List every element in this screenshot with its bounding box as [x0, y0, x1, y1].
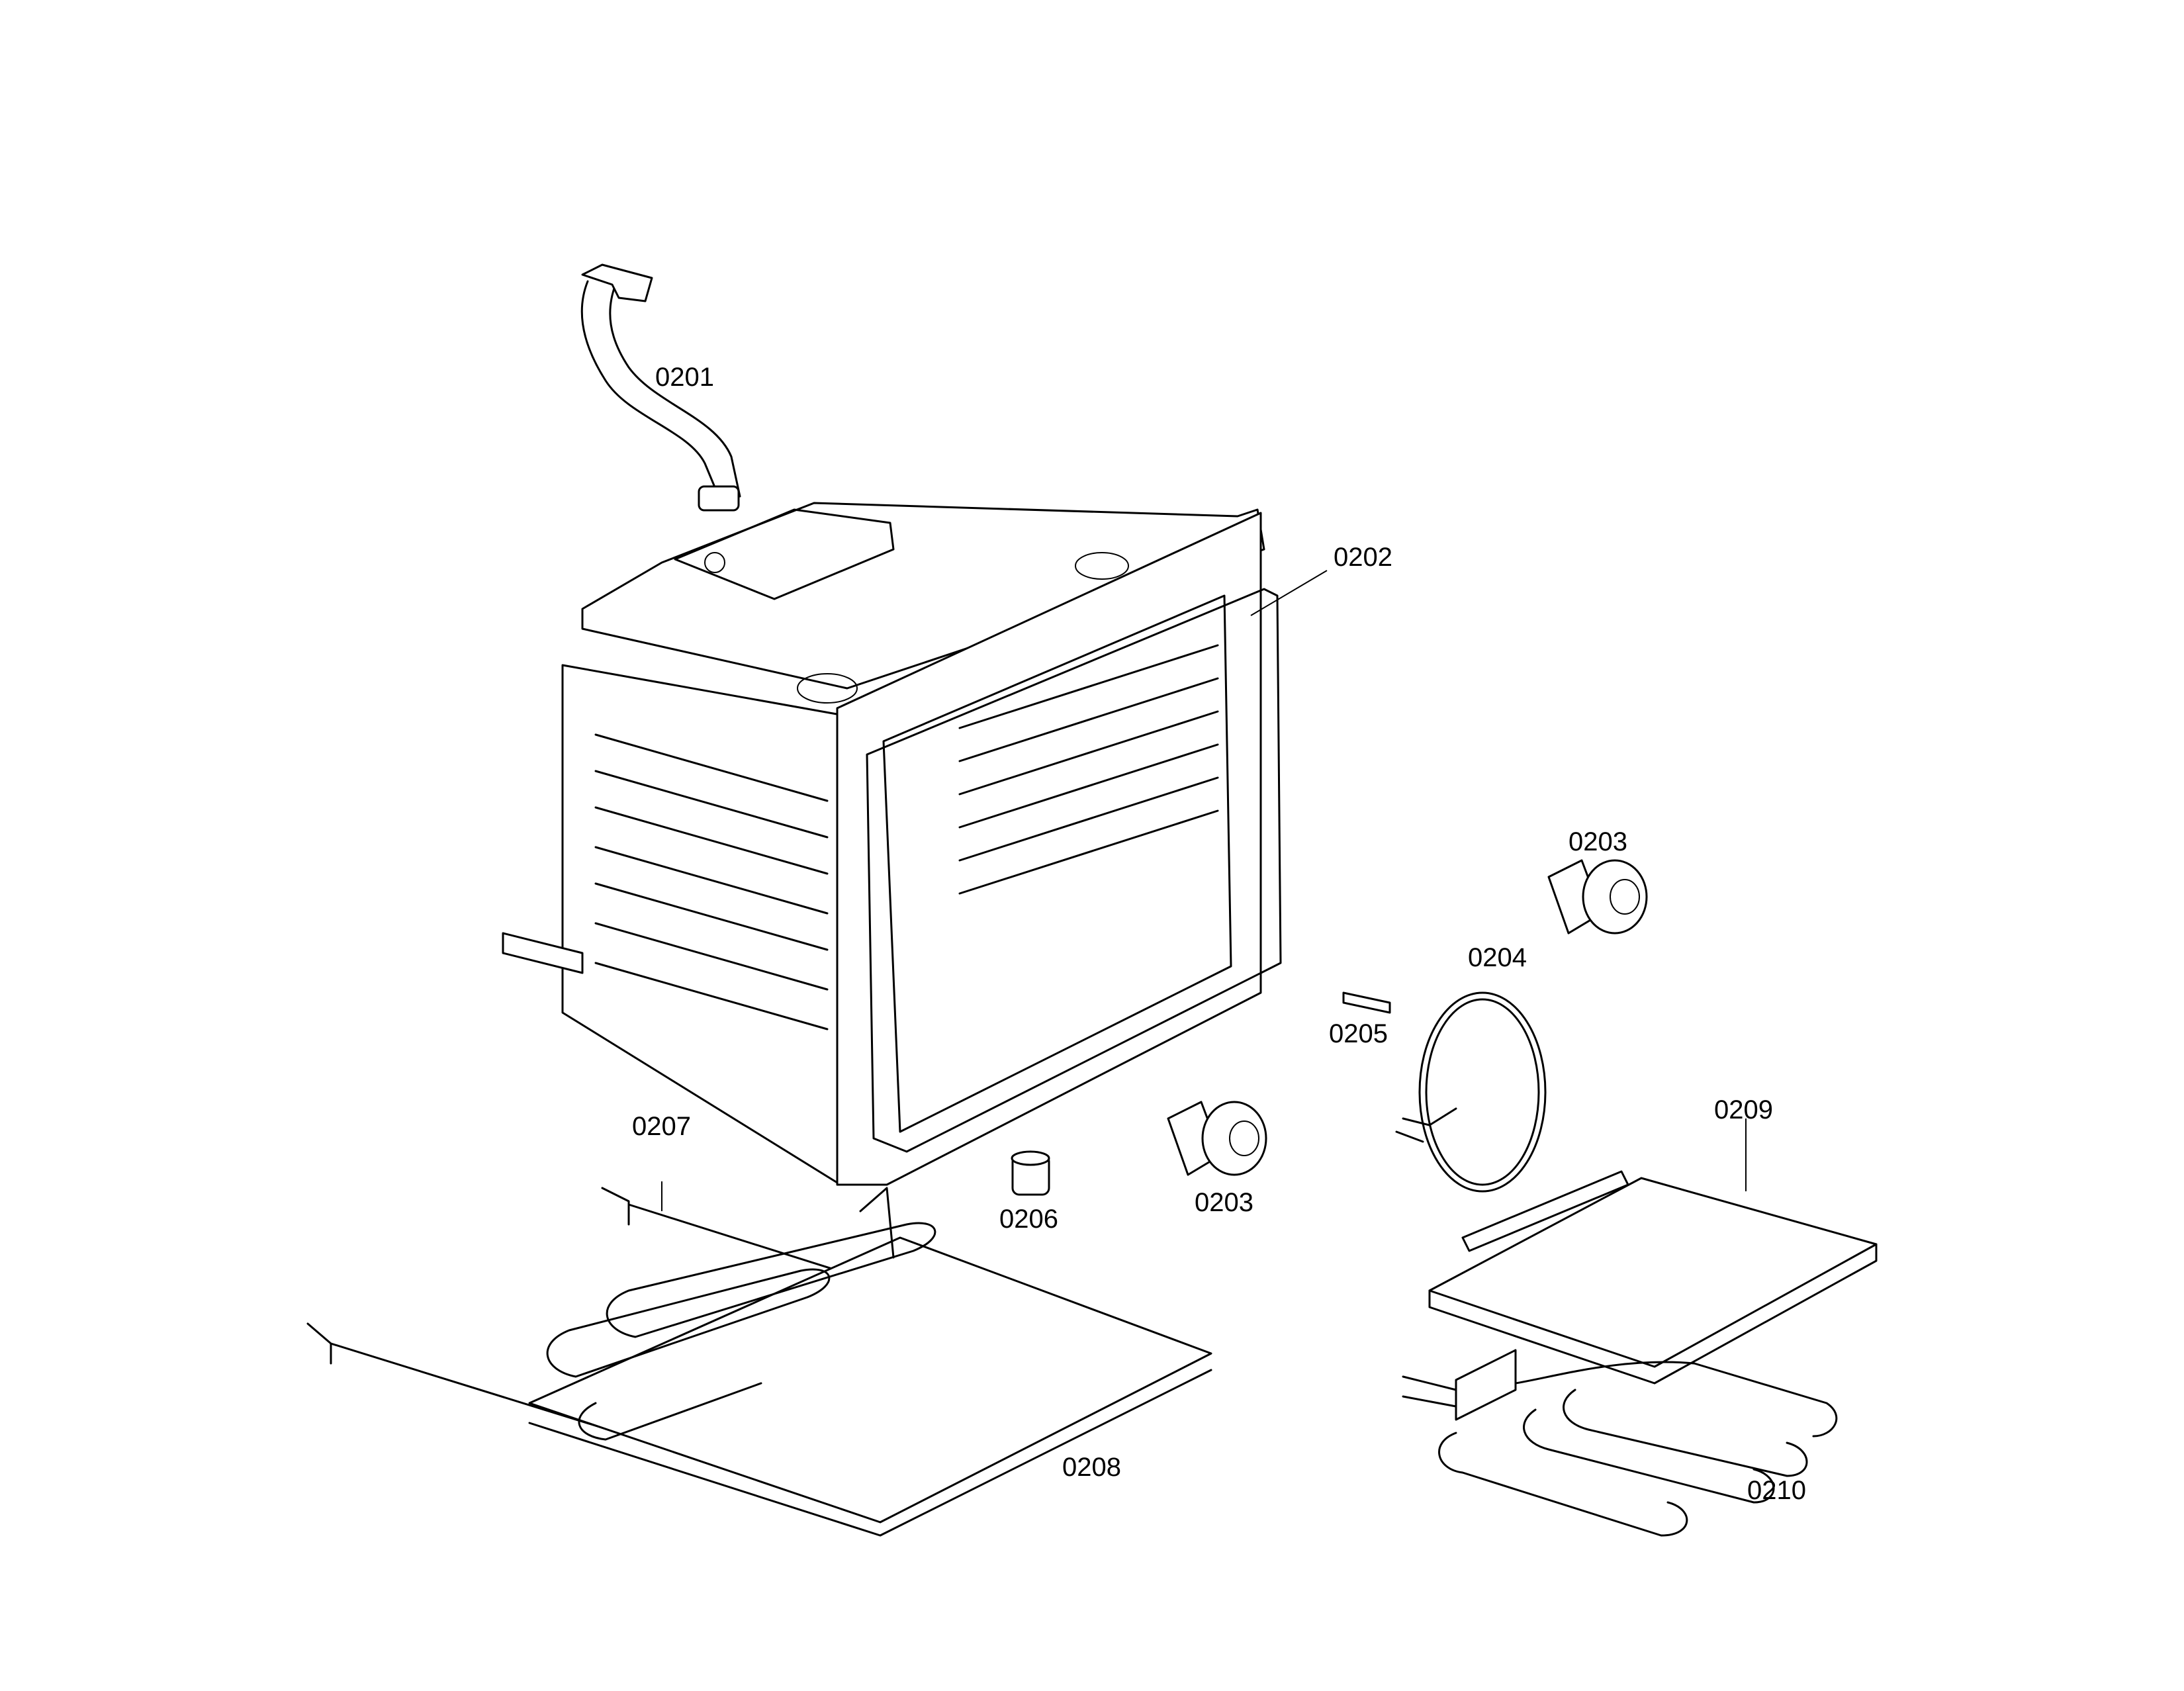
- part-label-0209: 0209: [1714, 1095, 1773, 1124]
- bottom-plate-part-0208: [528, 1187, 1212, 1537]
- lamp-part-0203-b: [1167, 1101, 1267, 1176]
- part-label-0210: 0210: [1747, 1476, 1806, 1505]
- ring-element-part-0204: [1395, 991, 1547, 1193]
- hose-part-0201: [580, 263, 741, 512]
- part-label-0202: 0202: [1334, 543, 1392, 572]
- part-label-0203-a: 0203: [1569, 827, 1627, 856]
- lamp-part-0203-a: [1547, 859, 1648, 935]
- part-label-0201: 0201: [655, 363, 714, 392]
- leader-0202: [1250, 570, 1328, 616]
- part-label-0206: 0206: [999, 1205, 1058, 1234]
- clip-part-0205: [1342, 991, 1391, 1014]
- part-label-0204: 0204: [1468, 943, 1527, 972]
- element-part-0210: [1402, 1349, 1838, 1537]
- part-label-0207: 0207: [632, 1112, 691, 1141]
- oven-cavity-part-0202: [502, 502, 1282, 1186]
- cap-part-0206: [1011, 1150, 1050, 1196]
- plate-part-0209: [1428, 1170, 1878, 1385]
- part-label-0208: 0208: [1062, 1453, 1121, 1482]
- part-label-0203-b: 0203: [1195, 1188, 1253, 1217]
- part-label-0205: 0205: [1329, 1019, 1388, 1048]
